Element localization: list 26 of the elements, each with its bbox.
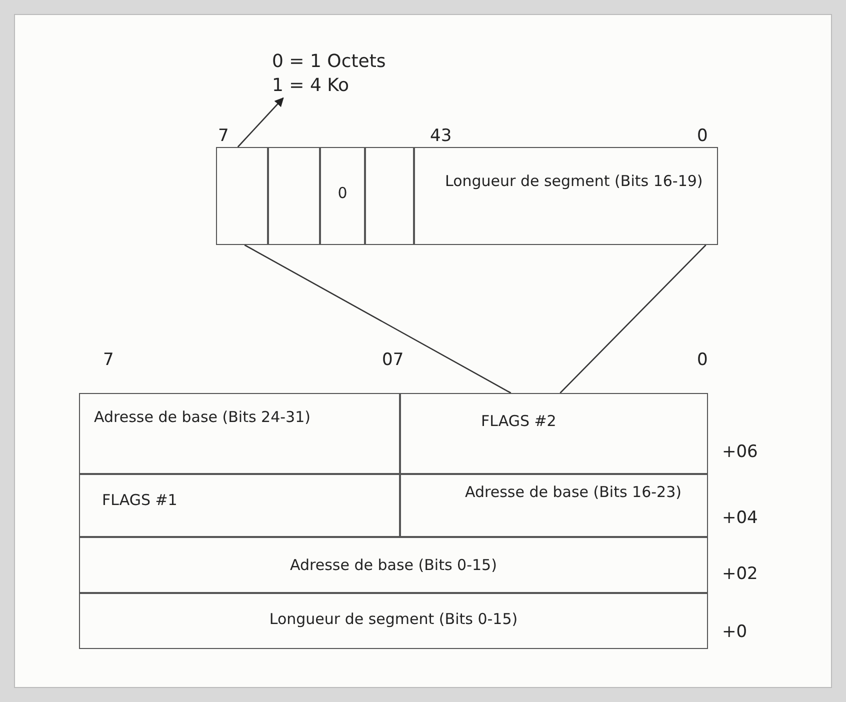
offset-label: +04 <box>722 508 758 528</box>
bit-number: 07 <box>382 350 404 370</box>
bit-number: 0 <box>697 126 708 146</box>
register-field <box>268 147 320 245</box>
register-field: Adresse de base (Bits 16-23) <box>400 474 708 537</box>
register-field: FLAGS #1 <box>79 474 400 537</box>
offset-label: +02 <box>722 564 758 584</box>
bit-number: 7 <box>103 350 114 370</box>
register-field <box>365 147 414 245</box>
register-field: FLAGS #2 <box>400 393 708 474</box>
connector-line <box>244 244 512 394</box>
bit-number: 0 <box>697 350 708 370</box>
register-field: Adresse de base (Bits 0-15) <box>79 537 708 593</box>
connector-line <box>560 244 706 394</box>
bit-number: 7 <box>218 126 229 146</box>
register-field <box>216 147 268 245</box>
register-field: Adresse de base (Bits 24-31) <box>79 393 400 474</box>
arrow <box>237 97 284 148</box>
offset-label: +0 <box>722 622 748 642</box>
register-field: 0 <box>320 147 365 245</box>
register-field: Longueur de segment (Bits 0-15) <box>79 593 708 649</box>
offset-label: +06 <box>722 442 758 462</box>
register-field: Longueur de segment (Bits 16-19) <box>414 147 718 245</box>
note-text: 0 = 1 Octets <box>272 50 386 74</box>
bit-number: 43 <box>430 126 452 146</box>
note-text: 1 = 4 Ko <box>272 74 350 98</box>
